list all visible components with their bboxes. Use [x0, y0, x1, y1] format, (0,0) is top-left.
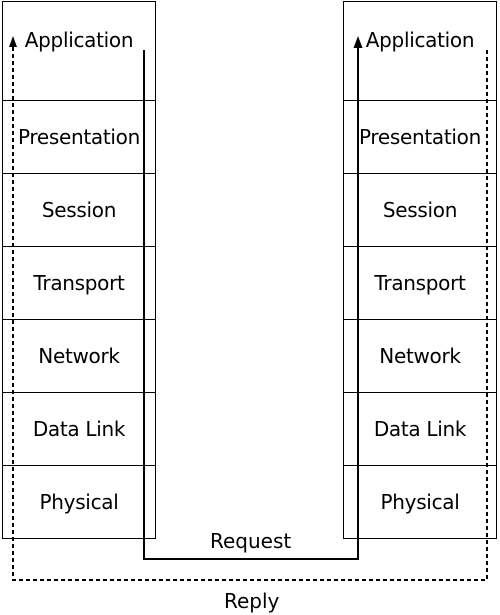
left-layer-label: Transport: [33, 271, 125, 295]
left-layer-network: Network: [3, 319, 155, 392]
left-layer-transport: Transport: [3, 246, 155, 319]
left-layer-physical: Physical: [3, 465, 155, 538]
right-layer-label: Network: [379, 344, 461, 368]
left-layer-label: Data Link: [32, 417, 126, 441]
right-layer-session: Session: [344, 173, 496, 246]
right-layer-label: Data Link: [373, 417, 467, 441]
left-layer-application: Application: [3, 2, 155, 100]
right-layer-transport: Transport: [344, 246, 496, 319]
request-path: [143, 48, 359, 560]
left-osi-stack: Application Presentation Session Transpo…: [2, 1, 156, 539]
right-layer-application: Application: [344, 2, 496, 100]
left-layer-label: Session: [41, 198, 117, 222]
left-layer-label: Application: [24, 28, 134, 52]
left-layer-label: Presentation: [17, 125, 140, 149]
left-layer-presentation: Presentation: [3, 100, 155, 173]
right-layer-label: Physical: [380, 490, 460, 514]
right-layer-label: Application: [365, 28, 475, 52]
left-layer-session: Session: [3, 173, 155, 246]
left-layer-data-link: Data Link: [3, 392, 155, 465]
request-label: Request: [210, 529, 292, 553]
right-layer-data-link: Data Link: [344, 392, 496, 465]
left-layer-label: Physical: [39, 490, 119, 514]
right-layer-network: Network: [344, 319, 496, 392]
right-layer-presentation: Presentation: [344, 100, 496, 173]
right-layer-label: Session: [382, 198, 458, 222]
right-layer-label: Presentation: [358, 125, 481, 149]
right-layer-label: Transport: [374, 271, 466, 295]
right-layer-physical: Physical: [344, 465, 496, 538]
right-osi-stack: Application Presentation Session Transpo…: [343, 1, 497, 539]
reply-label: Reply: [220, 589, 284, 613]
left-layer-label: Network: [38, 344, 120, 368]
